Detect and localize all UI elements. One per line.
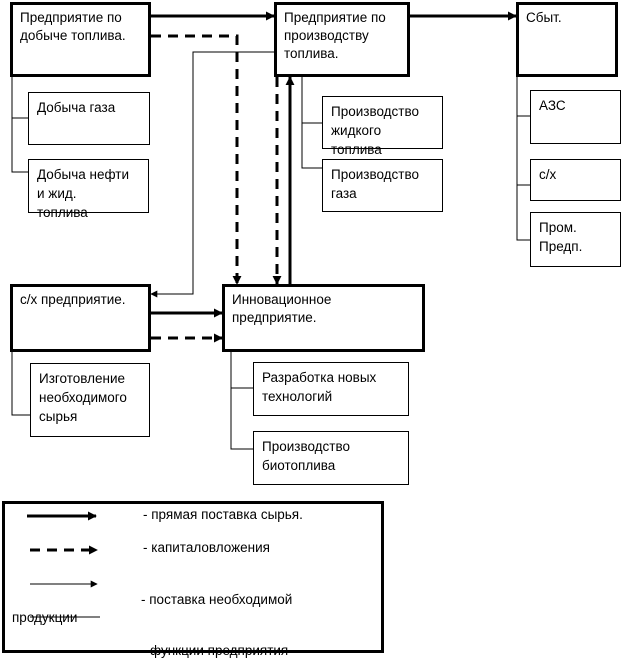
agri-sub-label: с/х [539,167,557,182]
gas-production-box: Производство газа [322,159,443,212]
function-line-agri [11,352,30,416]
legend-investment-text: - капиталовложения [143,540,270,555]
liquid-fuel-production-box: Производство жидкого топлива [322,96,443,157]
thin-arrow-production-to-agri [150,51,274,298]
legend-functions-text: функции предприятия [150,643,289,658]
legend-supply-needed-text: - поставка необходимой [141,592,293,607]
fuel-production-enterprise-box: Предприятие по производству топлива. [274,2,410,77]
agri-sub-box: с/х [530,159,621,201]
azs-label: АЗС [539,98,566,113]
fuel-extraction-enterprise-box: Предприятие по добыче топлива. [10,2,151,77]
gas-extraction-box: Добыча газа [28,92,150,145]
oil-extraction-label: Добыча нефти и жид. топлива [37,167,130,220]
industrial-enterprise-label: Пром. Предп. [539,220,583,254]
legend-products-text: продукции [12,610,78,625]
biofuel-production-box: Производство биотоплива [253,431,409,485]
gas-production-label: Производство газа [331,167,420,201]
legend-box [2,501,384,653]
gas-extraction-label: Добыча газа [37,100,116,115]
industrial-enterprise-box: Пром. Предп. [530,212,621,267]
raw-materials-label: Изготовление необходимого сырья [39,371,127,424]
liquid-fuel-production-label: Производство жидкого топлива [331,104,420,157]
oil-extraction-box: Добыча нефти и жид. топлива [28,159,149,220]
sales-label: Сбыт. [526,10,562,25]
sales-box: Сбыт. [516,2,618,77]
innovation-enterprise-box: Инновационное предприятие. [222,284,425,352]
azs-box: АЗС [530,90,621,144]
dashed-arrow-extraction-to-innovation [151,34,242,285]
fuel-production-enterprise-label: Предприятие по производству топлива. [284,10,386,61]
agri-enterprise-label: с/х предприятие. [20,292,126,307]
new-technologies-label: Разработка новых технологий [262,370,377,404]
function-line-innovation [230,352,253,450]
biofuel-production-label: Производство биотоплива [262,439,351,473]
raw-materials-box: Изготовление необходимого сырья [30,363,150,437]
function-line-sales [516,77,530,241]
fuel-extraction-enterprise-label: Предприятие по добыче топлива. [20,10,126,43]
innovation-enterprise-label: Инновационное предприятие. [232,292,332,325]
new-technologies-box: Разработка новых технологий [253,362,409,416]
legend-direct-supply-text: - прямая поставка сырья. [143,507,303,522]
function-line-production [301,77,322,169]
agri-enterprise-box: с/х предприятие. [10,284,151,352]
function-line-extraction [11,77,28,173]
